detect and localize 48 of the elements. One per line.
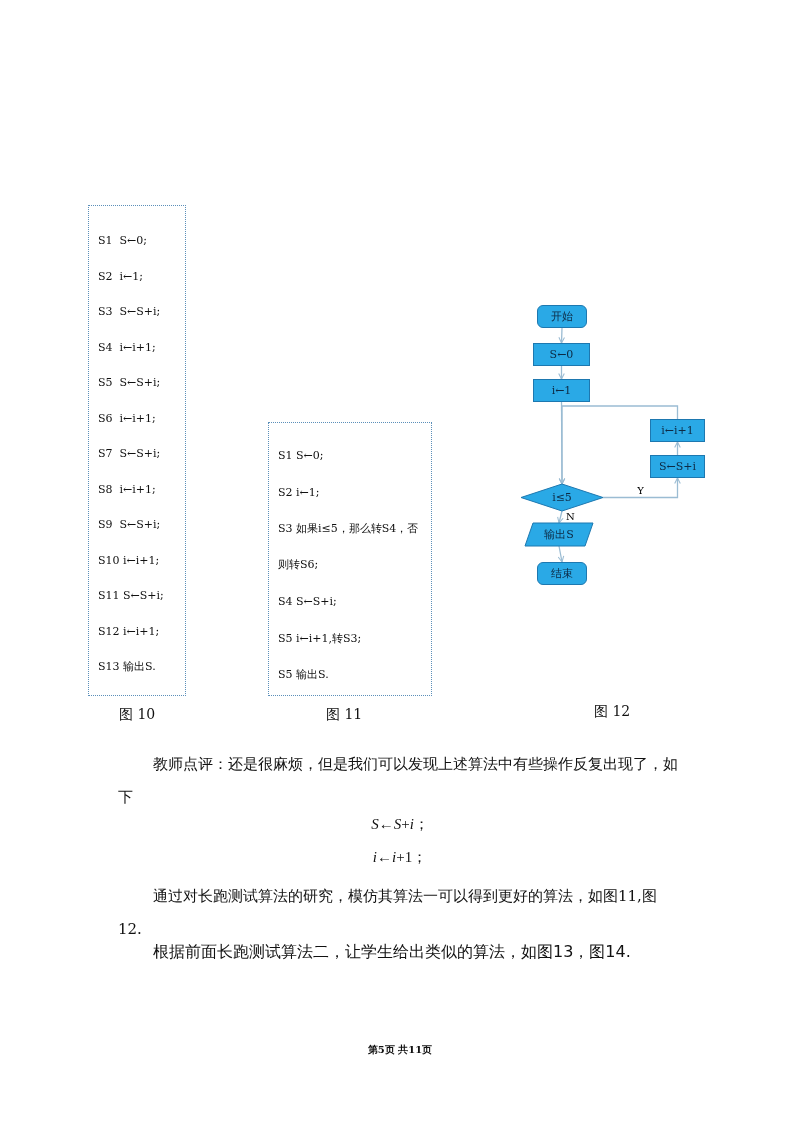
code-line: S5 S←S+i; bbox=[98, 376, 161, 390]
code-line: S3 S←S+i; bbox=[98, 305, 161, 319]
arrow bbox=[557, 545, 565, 563]
decision-diamond bbox=[521, 484, 603, 511]
code-line: S2 i←1; bbox=[278, 485, 320, 500]
paragraph: 通过对长跑测试算法的研究，模仿其算法一可以得到更好的算法，如图11,图12. bbox=[118, 886, 658, 940]
algorithm-box bbox=[268, 422, 432, 696]
edge-label: N bbox=[565, 511, 576, 522]
code-line: S2 i←1; bbox=[98, 269, 143, 284]
formula: i←i+1； bbox=[371, 848, 429, 867]
code-line: S1 S←0; bbox=[278, 449, 324, 463]
formula: S←S+i； bbox=[370, 815, 430, 834]
arrow bbox=[558, 405, 679, 485]
code-line: S12 i←i+1; bbox=[98, 624, 160, 639]
output-parallelogram bbox=[525, 523, 593, 546]
code-line: S7 S←S+i; bbox=[98, 447, 161, 461]
code-line: S6 i←i+1; bbox=[98, 411, 156, 426]
figure-caption: 图 12 bbox=[594, 702, 631, 720]
start-terminal: 开始 bbox=[537, 305, 587, 328]
code-line: S5 输出S. bbox=[278, 668, 329, 682]
arrow bbox=[602, 477, 681, 499]
edge-label: Y bbox=[636, 484, 645, 496]
figure-caption: 图 10 bbox=[119, 705, 156, 723]
code-line: S8 i←i+1; bbox=[98, 482, 156, 497]
page-number: 第5页 共11页 bbox=[366, 1043, 434, 1057]
node-text: 输出S bbox=[544, 527, 574, 542]
arrow bbox=[558, 327, 565, 344]
end-terminal: 结束 bbox=[537, 562, 587, 585]
code-line: S1 S←0; bbox=[98, 234, 147, 248]
code-line: S10 i←i+1; bbox=[98, 553, 160, 568]
node-text: i≤5 bbox=[552, 491, 572, 504]
process-box: S←0 bbox=[533, 343, 590, 366]
code-line: S5 i←i+1,转S3; bbox=[278, 631, 362, 646]
code-line: S4 i←i+1; bbox=[98, 340, 156, 355]
process-box: i←1 bbox=[533, 379, 590, 402]
code-line: S11 S←S+i; bbox=[98, 589, 164, 603]
figure-caption: 图 11 bbox=[326, 705, 363, 723]
arrow bbox=[558, 365, 565, 380]
algorithm-box bbox=[88, 205, 186, 696]
arrow bbox=[674, 441, 681, 456]
process-box: S←S+i bbox=[650, 455, 705, 478]
code-line: S13 输出S. bbox=[98, 660, 156, 674]
process-box: i←i+1 bbox=[650, 419, 705, 442]
code-line: S3 如果i≤5，那么转S4，否则转S6; bbox=[278, 520, 420, 574]
code-line: S9 S←S+i; bbox=[98, 518, 161, 532]
paragraph: 根据前面长跑测试算法二，让学生给出类似的算法，如图13，图14. bbox=[152, 941, 632, 963]
arrow bbox=[557, 510, 564, 524]
code-line: S4 S←S+i; bbox=[278, 595, 337, 609]
